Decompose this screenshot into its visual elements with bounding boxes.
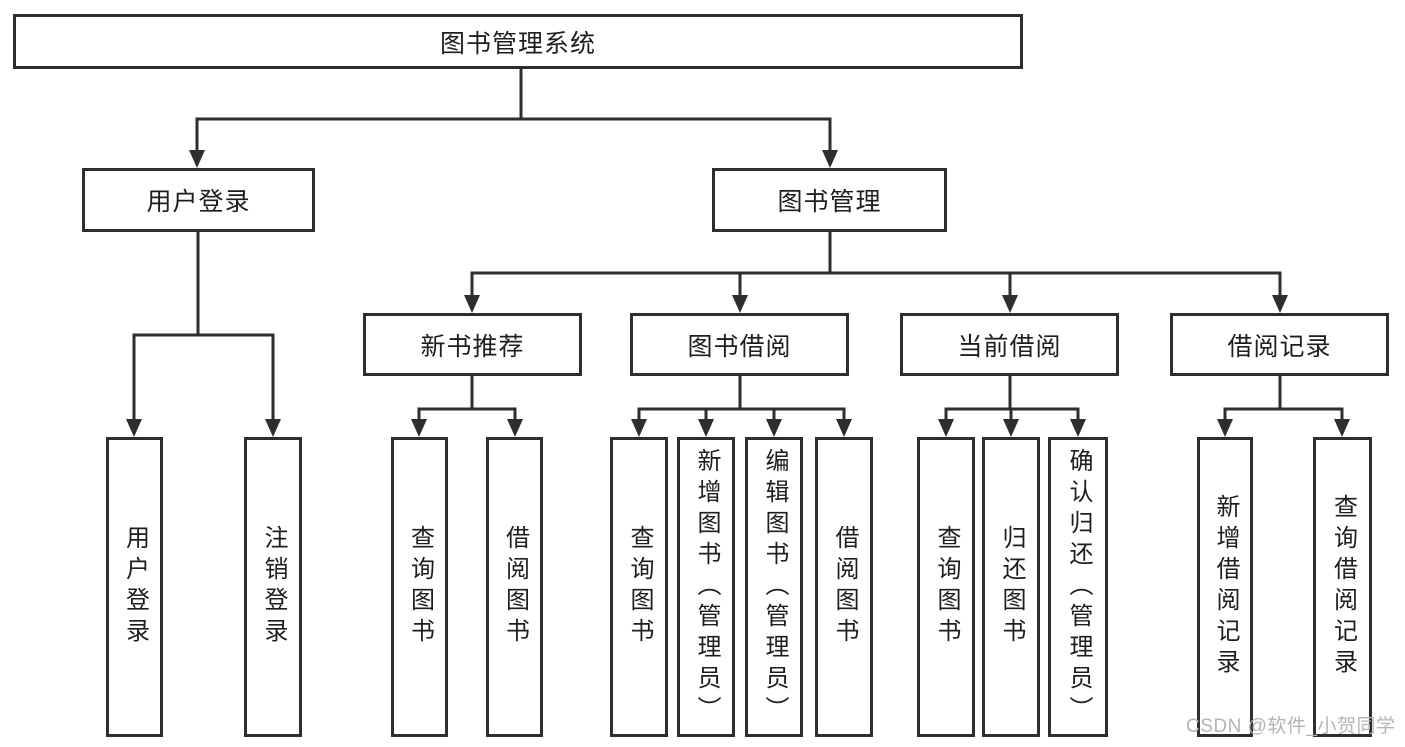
leaf-label: 注销登录 <box>260 525 287 649</box>
leaf-add-borrow-record: 新增借阅记录 <box>1197 437 1253 737</box>
node-root-library-system: 图书管理系统 <box>13 14 1023 69</box>
leaf-label: 借阅图书 <box>831 525 858 649</box>
leaf-return-book: 归还图书 <box>982 437 1040 737</box>
node-new-book-recommend: 新书推荐 <box>363 313 582 376</box>
leaf-confirm-return-admin: 确认归还（管理员） <box>1048 437 1108 737</box>
leaf-label: 新增借阅记录 <box>1212 494 1239 680</box>
node-label: 新书推荐 <box>420 332 525 361</box>
node-book-borrow: 图书借阅 <box>630 313 849 376</box>
leaf-borrow-books-recommend: 借阅图书 <box>486 437 543 737</box>
connector-root-to-level2 <box>189 69 838 168</box>
connector-new-book-recommend-branch <box>411 376 523 437</box>
node-label: 图书管理 <box>777 188 882 216</box>
leaf-label: 查询借阅记录 <box>1329 494 1357 680</box>
leaf-query-borrow-record: 查询借阅记录 <box>1313 437 1372 737</box>
leaf-query-books-recommend: 查询图书 <box>391 437 448 737</box>
node-label: 用户登录 <box>146 188 251 216</box>
leaf-label: 归还图书 <box>998 525 1025 649</box>
csdn-watermark: CSDN @软件_小贺同学 <box>1186 716 1396 737</box>
node-label: 借阅记录 <box>1227 332 1332 361</box>
leaf-add-book-admin: 新增图书（管理员） <box>677 437 735 737</box>
node-label: 图书管理系统 <box>439 29 596 58</box>
leaf-logout: 注销登录 <box>244 437 302 737</box>
leaf-query-books-current: 查询图书 <box>917 437 975 737</box>
leaf-borrow-books: 借阅图书 <box>815 437 873 737</box>
leaf-label: 新增图书（管理员） <box>693 447 720 727</box>
node-book-management: 图书管理 <box>712 168 947 232</box>
node-label: 当前借阅 <box>957 332 1062 361</box>
leaf-label: 查询图书 <box>626 525 653 649</box>
connector-current-borrow-branch <box>938 376 1086 437</box>
node-label: 图书借阅 <box>687 332 792 361</box>
node-borrow-records: 借阅记录 <box>1170 313 1389 376</box>
leaf-label: 查询图书 <box>406 525 434 649</box>
node-current-borrow: 当前借阅 <box>900 313 1119 376</box>
connector-book-management-branch <box>464 232 1288 313</box>
leaf-query-books-borrow: 查询图书 <box>610 437 668 737</box>
connector-book-borrow-branch <box>631 376 852 437</box>
node-user-login: 用户登录 <box>82 168 315 232</box>
connector-user-login-branch <box>126 232 281 437</box>
leaf-edit-book-admin: 编辑图书（管理员） <box>745 437 803 737</box>
leaf-label: 借阅图书 <box>501 525 529 649</box>
leaf-label: 编辑图书（管理员） <box>761 447 788 727</box>
leaf-user-login: 用户登录 <box>106 437 163 737</box>
leaf-label: 用户登录 <box>121 525 149 649</box>
leaf-label: 确认归还（管理员） <box>1065 447 1092 727</box>
leaf-label: 查询图书 <box>933 525 960 649</box>
connector-borrow-records-branch <box>1217 376 1350 437</box>
